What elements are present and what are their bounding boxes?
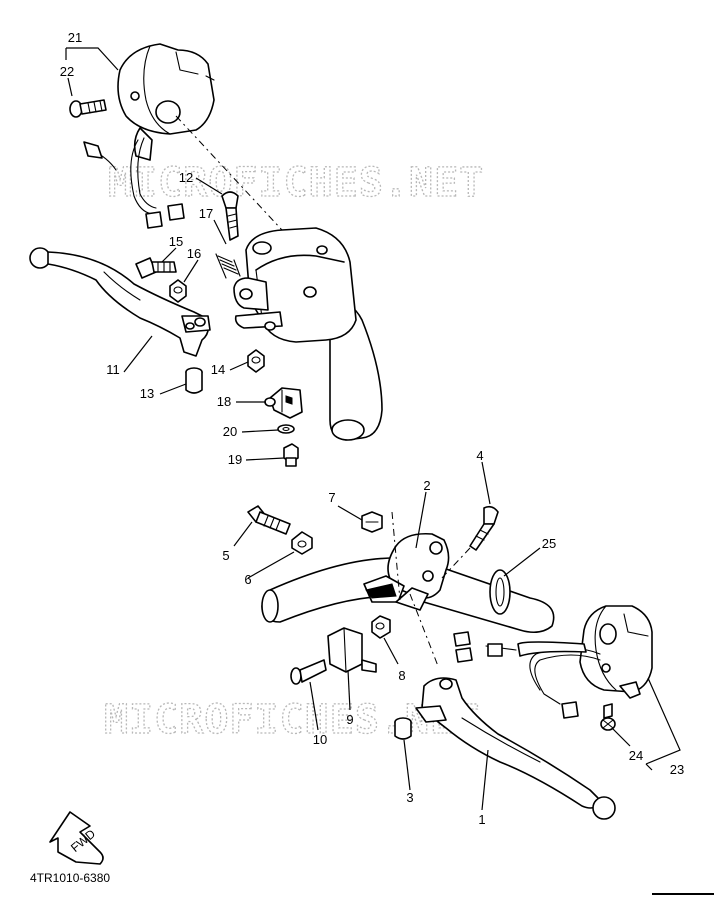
grip-sleeve-25	[489, 569, 511, 615]
callout-8: 8	[398, 668, 405, 683]
bolt-5	[247, 505, 291, 535]
bolt-4	[439, 505, 499, 581]
watermark-top: MICROFICHES.NET	[108, 160, 484, 206]
callout-11: 11	[106, 362, 120, 377]
callout-23: 23	[670, 762, 684, 777]
callout-1: 1	[478, 812, 485, 827]
collar-3	[394, 717, 412, 740]
screw-7	[361, 511, 383, 533]
callout-7: 7	[328, 490, 335, 505]
callout-10: 10	[313, 732, 327, 747]
callout-16: 16	[187, 246, 201, 261]
nut-8	[371, 615, 391, 639]
master-cylinder	[233, 227, 357, 343]
callout-14: 14	[211, 362, 225, 377]
callout-24: 24	[629, 748, 643, 763]
screw-24	[600, 703, 616, 731]
callout-4: 4	[476, 448, 483, 463]
callout-18: 18	[217, 394, 231, 409]
leaders-upper	[65, 47, 285, 461]
callout-15: 15	[169, 234, 183, 249]
callout-20: 20	[223, 424, 237, 439]
lever-bracket-2	[363, 511, 450, 667]
brake-switch-18	[264, 387, 303, 419]
screw-19	[283, 443, 299, 467]
right-switch-housing	[579, 605, 653, 699]
bolt-15	[135, 257, 177, 279]
brake-lever-11	[29, 247, 211, 357]
nut-6	[291, 531, 313, 555]
fwd-arrow-icon: FWD	[49, 811, 104, 865]
nut-14	[247, 349, 265, 373]
spring-17	[215, 253, 241, 279]
bushing-13	[185, 367, 203, 394]
callout-labels: 21 22 12 17 15 16 11 13 14 18 20 19 4 2 …	[60, 30, 684, 827]
left-switch-wiring	[83, 137, 185, 229]
callout-5: 5	[222, 548, 229, 563]
diagram-code: 4TR1010-6380	[30, 871, 110, 885]
callout-12: 12	[179, 170, 193, 185]
nut-16	[169, 279, 187, 303]
callout-19: 19	[228, 452, 242, 467]
clutch-lever-1	[415, 677, 616, 820]
watermark-bottom: MICROFICHES.NET	[104, 697, 480, 743]
bolt-12	[221, 191, 239, 241]
callout-2: 2	[423, 478, 430, 493]
washer-20	[277, 424, 295, 434]
callout-9: 9	[346, 712, 353, 727]
callout-17: 17	[199, 206, 213, 221]
callout-3: 3	[406, 790, 413, 805]
screw-10	[290, 659, 327, 685]
left-switch-housing	[117, 43, 215, 161]
callout-22: 22	[60, 64, 74, 79]
callout-25: 25	[542, 536, 556, 551]
callout-21: 21	[68, 30, 82, 45]
clutch-switch-9	[327, 627, 377, 673]
screw-22	[69, 99, 107, 118]
callout-6: 6	[244, 572, 251, 587]
leaders-lower	[233, 461, 681, 811]
right-switch-wiring	[453, 631, 601, 719]
callout-13: 13	[140, 386, 154, 401]
